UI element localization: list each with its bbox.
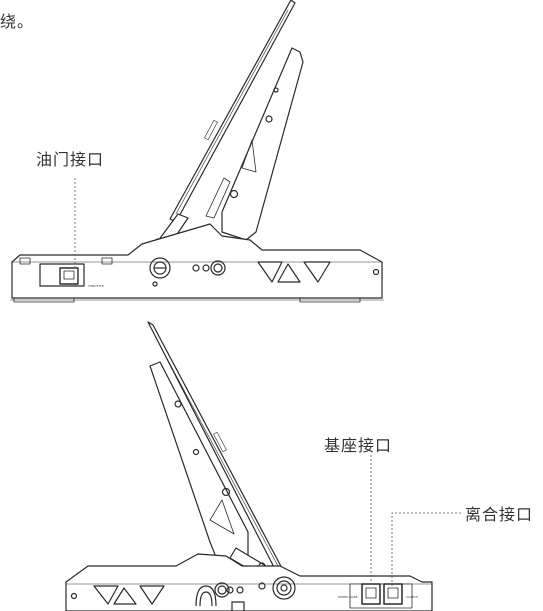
base-port-label: 基座接口 xyxy=(324,436,393,455)
throttle-base xyxy=(11,223,383,299)
clutch-callout-line xyxy=(391,512,461,586)
clutch-marking: CLUTCH xyxy=(406,595,418,599)
throttle-pedal-assembly: THROTTLE xyxy=(10,0,384,303)
clutch-arm xyxy=(149,361,249,573)
throttle-port-label: 油门接口 xyxy=(36,150,105,169)
base-connector xyxy=(361,583,381,605)
throttle-connector xyxy=(59,267,79,285)
header-fragment: 绕。 xyxy=(0,12,35,31)
wheel-base-marking: WHEEL BASE xyxy=(338,595,358,599)
clutch-port-label: 离合接口 xyxy=(465,505,534,524)
clutch-connector xyxy=(383,583,403,605)
throttle-marking: THROTTLE xyxy=(87,284,104,288)
throttle-arm xyxy=(221,47,304,241)
clutch-pedal-assembly: WHEEL BASE CLUTCH xyxy=(65,321,433,611)
